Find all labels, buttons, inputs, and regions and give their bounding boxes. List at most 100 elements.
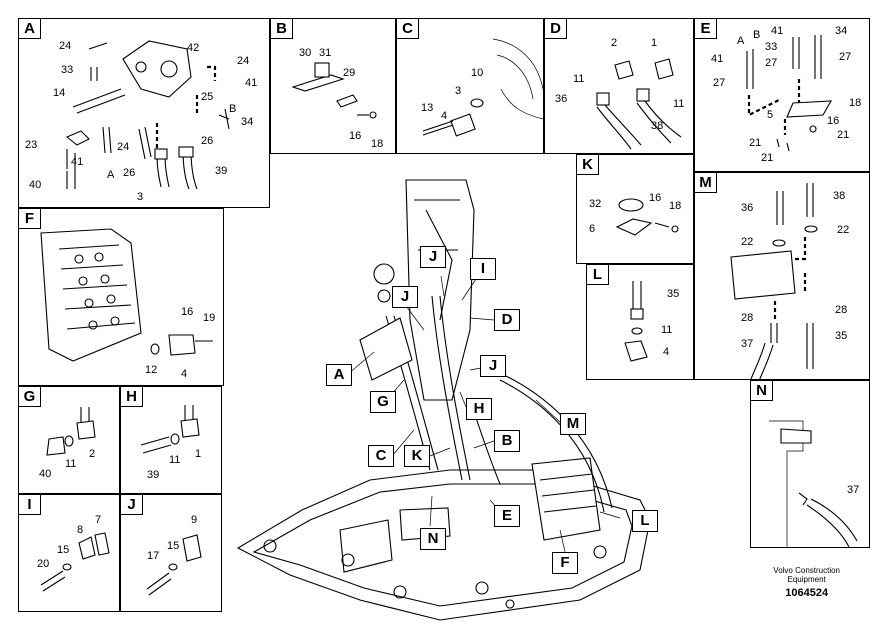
- part-number: 33: [61, 64, 74, 76]
- callout-k: K: [404, 445, 430, 467]
- part-number: 15: [167, 540, 180, 552]
- panel-label: C: [397, 19, 419, 39]
- part-number: 16: [827, 115, 840, 127]
- callout-j: J: [392, 286, 418, 308]
- part-number: 11: [661, 324, 673, 336]
- callout-g: G: [370, 391, 396, 413]
- document-footer: Volvo Construction Equipment 1064524: [773, 566, 840, 599]
- part-number: 1: [195, 448, 202, 460]
- part-number: 34: [835, 25, 848, 37]
- part-number: 22: [741, 236, 754, 248]
- part-number: 32: [589, 198, 602, 210]
- brand-name: Volvo Construction: [773, 566, 840, 575]
- part-number: 41: [245, 77, 258, 89]
- panel-label: J: [121, 495, 143, 515]
- panel-d: D 2 1 11 11 36 38: [544, 18, 694, 154]
- part-number: 28: [741, 312, 754, 324]
- panel-label: N: [751, 381, 773, 401]
- part-number: 24: [117, 141, 130, 153]
- part-number: 13: [421, 102, 434, 114]
- part-number: 33: [765, 41, 778, 53]
- part-number: 18: [371, 138, 384, 150]
- callout-l: L: [632, 510, 658, 532]
- panel-label: D: [545, 19, 567, 39]
- part-number: 17: [147, 550, 160, 562]
- part-number: 41: [71, 156, 84, 168]
- part-number: B: [229, 103, 237, 115]
- part-number: 19: [203, 312, 216, 324]
- part-number: 20: [37, 558, 50, 570]
- callout-n: N: [420, 528, 446, 550]
- part-number: 35: [835, 330, 848, 342]
- valve-block-drawing: [730, 183, 818, 379]
- part-number: A: [737, 35, 745, 47]
- panel-label: A: [19, 19, 41, 39]
- plate-drawing: [615, 198, 679, 236]
- callout-b: B: [494, 430, 520, 452]
- panel-label: H: [121, 387, 143, 407]
- part-number: 11: [673, 98, 685, 110]
- callout-j: J: [420, 246, 446, 268]
- part-number: 14: [53, 87, 66, 99]
- panel-l: L 35 11 4: [586, 264, 694, 380]
- part-number: 9: [191, 514, 198, 526]
- part-number: 10: [471, 67, 484, 79]
- part-number: 27: [839, 51, 852, 63]
- panel-j: J 9 15 17: [120, 494, 222, 612]
- panel-label: L: [587, 265, 609, 285]
- hose-fitting-drawing: [624, 281, 648, 362]
- part-number: 24: [59, 40, 72, 52]
- panel-g: G 40 11 2: [18, 386, 120, 494]
- part-number: 26: [201, 135, 214, 147]
- part-number: 2: [89, 448, 96, 460]
- part-number: 29: [343, 67, 356, 79]
- part-number: 2: [611, 37, 618, 49]
- part-number: 30: [299, 47, 312, 59]
- part-number: 27: [765, 57, 778, 69]
- part-number: 16: [349, 130, 362, 142]
- part-number: 41: [711, 53, 724, 65]
- panel-label: G: [19, 387, 41, 407]
- panel-label: M: [695, 173, 717, 193]
- panel-h: H 39 11 1: [120, 386, 222, 494]
- part-number: 36: [741, 202, 754, 214]
- part-number: 34: [241, 116, 254, 128]
- part-number: 40: [39, 468, 52, 480]
- part-number: 15: [57, 544, 70, 556]
- panel-f: F 16 19 12 4: [18, 208, 224, 386]
- part-number: 22: [837, 224, 850, 236]
- pipe-routing-drawing: [746, 35, 832, 152]
- panel-e: E A B 41 34 33 41 27 27 27 5 18 16 21 21…: [694, 18, 870, 172]
- manifold-drawing: [769, 420, 858, 547]
- callout-e: E: [494, 505, 520, 527]
- panel-label: E: [695, 19, 717, 39]
- part-number: 3: [455, 85, 462, 97]
- callout-f: F: [552, 552, 578, 574]
- part-number: 38: [833, 190, 846, 202]
- part-number: 5: [767, 109, 774, 121]
- brand-subname: Equipment: [787, 575, 826, 584]
- part-number: 24: [237, 55, 250, 67]
- panel-label: I: [19, 495, 41, 515]
- panel-label: K: [577, 155, 599, 175]
- callout-c: C: [368, 445, 394, 467]
- callout-j: J: [480, 355, 506, 377]
- clip-drawing: [40, 532, 110, 592]
- clamp-bracket-drawing: [146, 534, 202, 596]
- panel-label: F: [19, 209, 41, 229]
- part-number: A: [107, 169, 115, 181]
- part-number: 3: [137, 191, 144, 203]
- panel-a: A 24 42 33 24 41 14 25 B A 34 23 24 26 4…: [18, 18, 270, 208]
- part-number: 39: [215, 165, 228, 177]
- part-number: 8: [77, 524, 84, 536]
- part-number: 40: [29, 179, 42, 191]
- part-number: 4: [181, 368, 188, 380]
- part-number: 4: [441, 110, 448, 122]
- part-number: 11: [573, 73, 585, 85]
- part-number: 16: [181, 306, 194, 318]
- control-valve-drawing: [40, 228, 213, 362]
- part-number: 39: [147, 469, 160, 481]
- panel-c: C 10 3 13 4: [396, 18, 544, 154]
- panel-i: I 8 7 15 20: [18, 494, 120, 612]
- clamp-drawing: [422, 38, 543, 137]
